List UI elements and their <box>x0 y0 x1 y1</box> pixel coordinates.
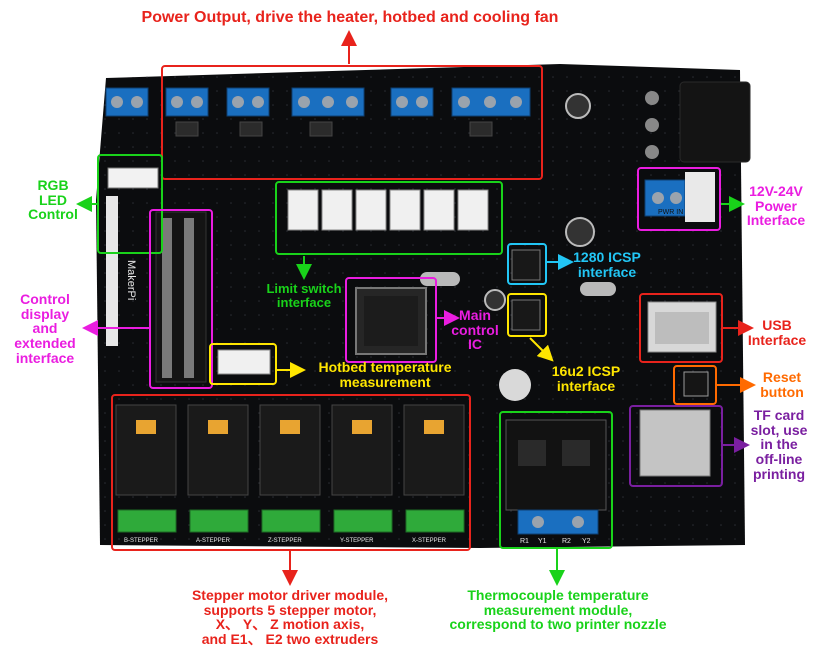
thermo-pin-r1: R1 <box>520 538 529 545</box>
thermocouple-box <box>499 411 613 549</box>
stepper-label-z: Z-STEPPER <box>268 538 302 544</box>
board-brand-text: MakerPi <box>125 260 137 300</box>
thermo-pin-y2: Y2 <box>582 538 591 545</box>
power-interface-label: 12V-24V Power Interface <box>746 183 806 229</box>
arrow-icsp-16u2 <box>529 337 554 362</box>
stepper-label-a: A-STEPPER <box>196 538 231 544</box>
thermo-pin-r2: R2 <box>562 538 571 545</box>
reset-button-part <box>683 371 709 397</box>
control-display-label: Control display and extended interface <box>14 291 76 366</box>
power-input-terminal <box>644 172 715 222</box>
icsp-16u2-box <box>507 293 547 337</box>
icsp-16u2-label: 16u2 ICSP interface <box>551 363 621 394</box>
main-ic-box <box>345 277 437 363</box>
stepper-terminals <box>117 509 465 533</box>
usb-interface-label: USB Interface <box>747 317 807 348</box>
tf-card-label: TF card slot, use in the off-line printi… <box>750 407 808 482</box>
limit-switch-label: Limit switch interface <box>266 281 342 310</box>
reset-button-label: Reset button <box>760 369 804 400</box>
stepper-label-x: X-STEPPER <box>412 538 447 544</box>
stepper-drivers <box>115 404 465 496</box>
stepper-module-label: Stepper motor driver module, supports 5 … <box>191 587 389 648</box>
power-output-label: Power Output, drive the heater, hotbed a… <box>141 9 559 26</box>
stepper-label-b: B-STEPPER <box>124 538 159 544</box>
pwr-in-text: PWR IN <box>658 209 683 216</box>
hotbed-temp-box <box>209 343 277 385</box>
control-display-box <box>149 209 213 389</box>
tf-card-slot <box>639 409 711 477</box>
icsp-1280-label: 1280 ICSP interface <box>573 249 641 280</box>
hotbed-temp-connector <box>217 349 271 375</box>
reset-box <box>673 365 717 405</box>
thermocouple-module-label: Thermocouple temperature measurement mod… <box>449 587 667 633</box>
limit-switch-connectors <box>287 189 489 231</box>
power-input-box <box>637 167 721 231</box>
tf-card-box <box>629 405 723 487</box>
main-ic-label: Main control IC <box>451 307 499 353</box>
main-ic-chip <box>355 287 427 355</box>
capacitors <box>484 93 595 401</box>
stepper-module-box <box>111 394 471 551</box>
rgb-led-box <box>97 154 163 254</box>
power-output-box <box>161 65 543 180</box>
power-switch <box>645 81 751 163</box>
limit-switch-box <box>275 181 503 255</box>
stepper-label-y: Y-STEPPER <box>340 538 374 544</box>
rgb-connector <box>107 167 159 189</box>
rgb-led-label: RGB LED Control <box>28 177 78 223</box>
hotbed-temp-label: Hotbed temperature measurement <box>318 359 452 390</box>
thermocouple-module <box>505 419 607 535</box>
icsp-1280-box <box>507 243 547 285</box>
thermo-pin-y1: Y1 <box>538 538 547 545</box>
usb-box <box>639 293 723 363</box>
